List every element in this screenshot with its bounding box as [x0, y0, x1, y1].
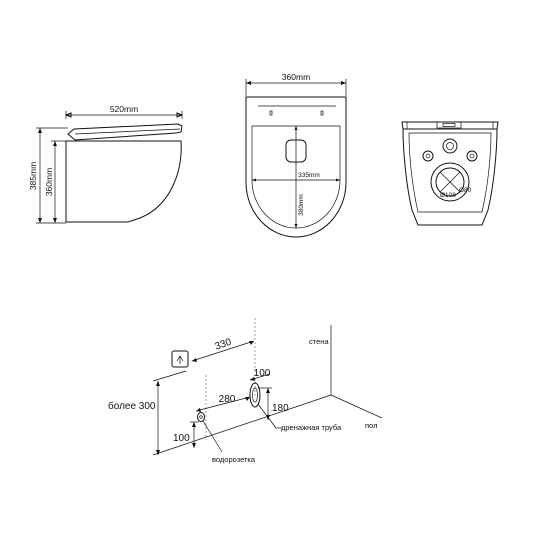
- drain-pipe-icon: [249, 382, 261, 408]
- installation-scheme: стена пол 330 100 280 180 дре: [108, 318, 383, 464]
- top-view: 360mm 335mm 380mm: [245, 72, 347, 238]
- water-socket-label: водорозетка: [212, 455, 256, 464]
- floor-right-line: [330, 394, 383, 419]
- drain-pipe-label: дренажная труба: [281, 423, 342, 432]
- back-view-outline: [402, 128, 498, 226]
- side-view-seat: [67, 123, 183, 141]
- dim-360-top-label: 360mm: [282, 72, 310, 82]
- dim-height-label: более 300: [108, 400, 156, 412]
- back-view: Ø108 Ø80: [401, 121, 499, 226]
- fixing-hole-left-icon: [422, 150, 434, 162]
- outlet-icon: [430, 162, 470, 202]
- flush-button-plate-icon: [171, 350, 189, 368]
- water-inlet-icon: [442, 138, 458, 154]
- fixing-hole-right-icon: [466, 150, 478, 162]
- floor-label: пол: [365, 421, 377, 430]
- dim-335-label: 335mm: [298, 172, 320, 179]
- floor-edge-line: [152, 394, 332, 456]
- side-view: 520mm 385mm 360mm: [28, 104, 184, 224]
- wall-label: стена: [309, 337, 329, 346]
- dim-100-socket-label: 100: [173, 433, 190, 444]
- dim-330-label: 330: [214, 337, 234, 353]
- dim-360-side-label: 360mm: [44, 168, 54, 196]
- dim-280-label: 280: [219, 394, 236, 405]
- dim-100-drain-label: 100: [254, 368, 271, 379]
- dim-180-label: 180: [272, 403, 289, 414]
- hinge-right-icon: [320, 110, 324, 116]
- hinge-left-icon: [269, 110, 273, 116]
- dim-380-label: 380mm: [298, 194, 305, 216]
- back-view-bracket: [436, 121, 462, 129]
- hole-dia-label: Ø80: [459, 187, 472, 194]
- top-view-outline: [245, 96, 347, 238]
- dim-385-label: 385mm: [28, 162, 38, 190]
- dim-520-label: 520mm: [110, 104, 138, 114]
- outlet-dia-label: Ø108: [440, 192, 456, 199]
- side-view-bowl: [65, 140, 182, 223]
- water-socket-icon: [197, 412, 205, 422]
